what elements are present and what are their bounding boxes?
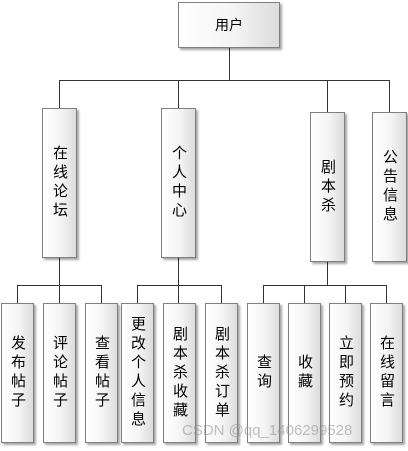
leaf-book-now: 立即预约 — [329, 303, 362, 443]
leaf-search: 查询 — [247, 303, 280, 443]
csdn-watermark: CSDN @qq_1406299528 — [182, 422, 353, 439]
leaf-comment-topic: 评论帖子 — [43, 303, 76, 443]
leaf-leave-message: 在线留言 — [370, 303, 403, 443]
leaf-post-topic: 发布帖子 — [1, 303, 34, 443]
module-announcements-label: 公告信息 — [381, 149, 399, 225]
leaf-edit-profile-label: 更改个人信息 — [129, 316, 147, 430]
leaf-favorite-label: 收藏 — [296, 354, 314, 392]
module-personal-center-label: 个人中心 — [170, 145, 188, 221]
module-script-game: 剧本杀 — [310, 112, 345, 262]
module-script-game-label: 剧本杀 — [319, 158, 337, 216]
leaf-favorite: 收藏 — [288, 303, 321, 443]
module-forum-label: 在线论坛 — [51, 145, 69, 221]
leaf-view-topic: 查看帖子 — [85, 303, 118, 443]
module-forum: 在线论坛 — [42, 108, 77, 258]
root-node: 用户 — [178, 2, 280, 48]
leaf-comment-topic-label: 评论帖子 — [51, 335, 69, 411]
leaf-leave-message-label: 在线留言 — [378, 335, 396, 411]
leaf-script-favorites-label: 剧本杀收藏 — [171, 325, 189, 421]
leaf-script-orders-label: 剧本杀订单 — [213, 325, 231, 421]
leaf-view-topic-label: 查看帖子 — [93, 335, 111, 411]
module-personal-center: 个人中心 — [161, 108, 196, 258]
leaf-script-favorites: 剧本杀收藏 — [163, 303, 196, 443]
leaf-script-orders: 剧本杀订单 — [205, 303, 238, 443]
module-announcements: 公告信息 — [372, 112, 407, 262]
leaf-post-topic-label: 发布帖子 — [9, 335, 27, 411]
root-node-label: 用户 — [215, 18, 243, 34]
leaf-book-now-label: 立即预约 — [337, 335, 355, 411]
leaf-edit-profile: 更改个人信息 — [121, 303, 154, 443]
leaf-search-label: 查询 — [255, 354, 273, 392]
